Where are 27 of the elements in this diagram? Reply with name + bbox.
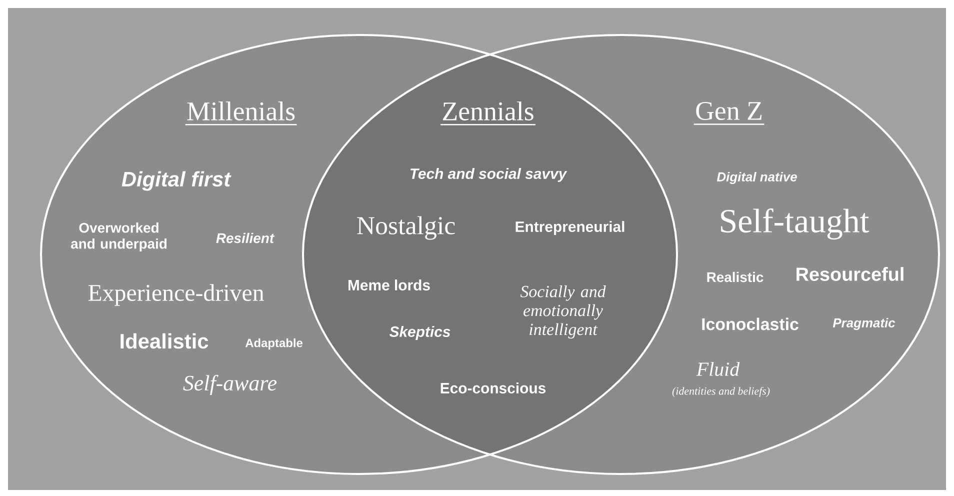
trait-label: Adaptable	[245, 338, 302, 350]
trait-label: Overworked and underpaid	[70, 222, 167, 252]
trait-label: Digital native	[716, 172, 797, 184]
trait-label: Iconoclastic	[702, 318, 798, 330]
trait-label: Fluid	[696, 362, 740, 376]
trait-label: Pragmatic	[832, 318, 896, 330]
trait-label: Skeptics	[389, 326, 450, 340]
trait-label: Idealistic	[120, 333, 208, 349]
trait-label: Resilient	[216, 232, 275, 244]
trait-label: Experience-driven	[88, 284, 264, 306]
generation-heading: Zennials	[440, 102, 536, 126]
trait-label: Digital first	[122, 171, 232, 191]
generation-heading: Gen Z	[694, 102, 764, 125]
trait-label: Socially and emotionally intelligent	[520, 285, 606, 339]
trait-label: Self-aware	[183, 374, 277, 396]
node-label: Zennials	[442, 102, 534, 120]
trait-label: Resourceful	[796, 267, 904, 281]
generation-heading: Millenials	[185, 102, 297, 126]
trait-label: Tech and social savvy	[410, 168, 568, 182]
ellipse-outline	[302, 34, 940, 475]
trait-label: (identities and beliefs)	[672, 386, 770, 397]
trait-label: Eco-conscious	[440, 382, 546, 394]
trait-label: Self-taught	[721, 208, 870, 240]
trait-label: Nostalgic	[357, 216, 455, 240]
trait-label: Entrepreneurial	[516, 221, 624, 235]
trait-label: Realistic	[707, 272, 764, 282]
trait-label: Meme lords	[348, 280, 430, 290]
